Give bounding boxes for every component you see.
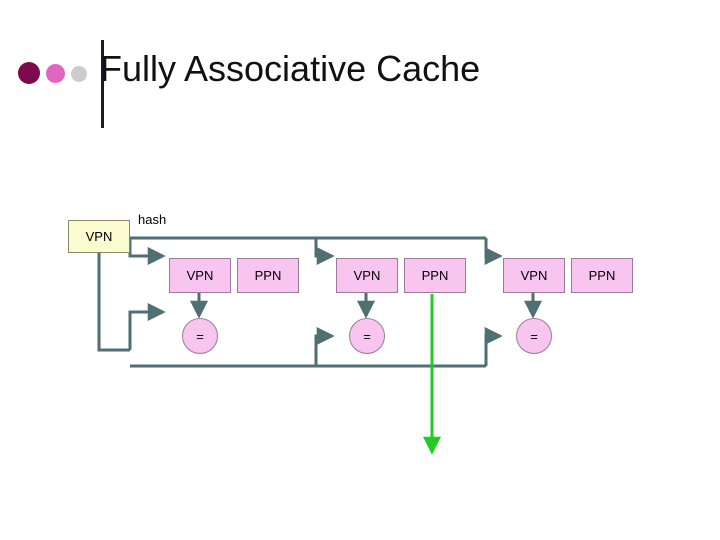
entry-0-comparator: = (182, 318, 218, 354)
entry-1-comparator-label: = (363, 328, 371, 344)
source-vpn-box: VPN (68, 220, 130, 253)
header-divider (101, 40, 104, 128)
bullet-dark-magenta-icon (18, 62, 40, 84)
entry-0-vpn-label: VPN (186, 268, 214, 283)
entry-1-ppn-label: PPN (421, 268, 449, 283)
entry-0-ppn-label: PPN (254, 268, 282, 283)
entry-0-comparator-label: = (196, 328, 204, 344)
entry-2-comparator: = (516, 318, 552, 354)
entry-2-vpn-label: VPN (520, 268, 548, 283)
entry-1-vpn-box: VPN (336, 258, 398, 293)
entry-0-ppn-box: PPN (237, 258, 299, 293)
bullet-magenta-icon (46, 64, 65, 83)
entry-0-vpn-box: VPN (169, 258, 231, 293)
entry-2-ppn-label: PPN (588, 268, 616, 283)
entry-1-comparator: = (349, 318, 385, 354)
entry-1-ppn-box: PPN (404, 258, 466, 293)
entry-2-ppn-box: PPN (571, 258, 633, 293)
hash-label: hash (138, 212, 167, 227)
entry-1-vpn-label: VPN (353, 268, 381, 283)
entry-2-comparator-label: = (530, 328, 538, 344)
bullet-gray-icon (71, 66, 87, 82)
page-title: Fully Associative Cache (100, 48, 481, 89)
source-vpn-label: VPN (85, 229, 113, 244)
entry-2-vpn-box: VPN (503, 258, 565, 293)
